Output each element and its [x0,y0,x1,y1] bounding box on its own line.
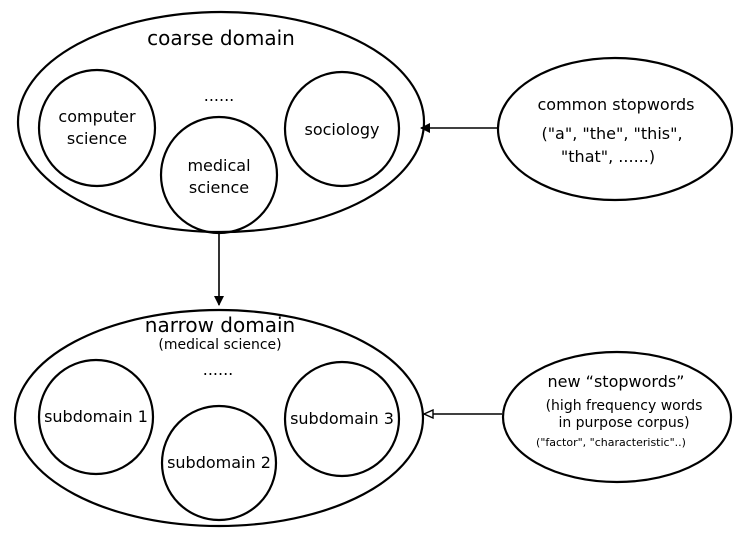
circle-subdomain-3 [283,360,401,478]
common-stopwords-line2: "that", ......) [561,147,655,166]
common-stopwords-group: common stopwords ("a", "the", "this", "t… [496,56,734,202]
medical-science-label-line1: medical [187,156,250,175]
narrow-domain-subtitle: (medical science) [158,337,281,353]
circle-medical-science [159,115,279,235]
circle-sociology [283,70,401,188]
narrow-domain-ellipsis: ...... [203,360,234,379]
new-stopwords-line2: in purpose corpus) [558,415,689,431]
subdomain-2-label: subdomain 2 [167,453,271,472]
circle-subdomain-2 [160,404,278,522]
subdomain-1-label: subdomain 1 [44,407,148,426]
common-stopwords-line1: ("a", "the", "this", [541,124,682,143]
sociology-label: sociology [304,120,379,139]
new-stopwords-ellipse [501,350,733,484]
new-stopwords-group: new “stopwords” (high frequency words in… [501,350,733,484]
circle-computer-science [37,68,157,188]
circle-subdomain-1 [37,358,155,476]
new-stopwords-title: new “stopwords” [548,372,685,391]
narrow-domain-group: narrow domain (medical science) ...... s… [13,308,425,528]
computer-science-label-line2: science [67,129,127,148]
common-stopwords-title: common stopwords [538,95,695,114]
coarse-domain-group: coarse domain ...... computer science me… [16,10,426,235]
narrow-domain-title: narrow domain [145,313,295,337]
computer-science-label-line1: computer [58,107,136,126]
common-stopwords-ellipse [496,56,734,202]
new-stopwords-line3: ("factor", "characteristic"..) [536,436,686,449]
subdomain-3-label: subdomain 3 [290,409,394,428]
medical-science-label-line2: science [189,178,249,197]
coarse-domain-title: coarse domain [147,26,295,50]
coarse-domain-ellipsis: ...... [204,86,235,105]
new-stopwords-line1: (high frequency words [546,398,703,414]
